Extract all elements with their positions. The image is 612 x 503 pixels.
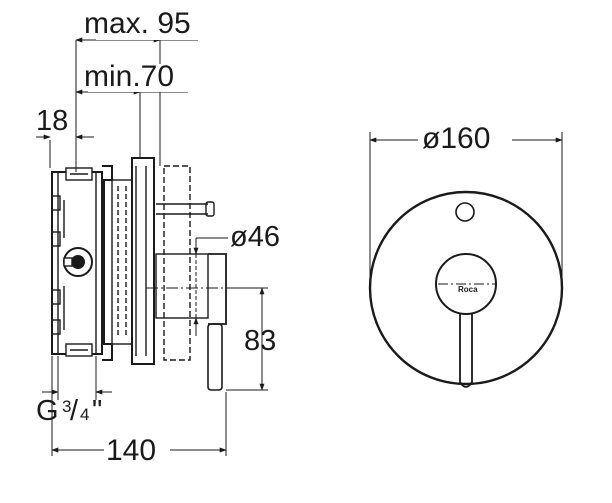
thread-denominator: 4 bbox=[80, 405, 89, 424]
thread-slash: / bbox=[70, 395, 79, 427]
dim-height-offset: 83 bbox=[244, 325, 276, 357]
dim-total-width: 140 bbox=[106, 434, 156, 467]
dim-wall-thickness: 18 bbox=[36, 105, 68, 137]
front-view bbox=[368, 190, 564, 388]
front-lever bbox=[459, 314, 473, 388]
diverter-hole bbox=[455, 202, 475, 222]
dim-thread: G 3 / 4 " bbox=[36, 395, 102, 427]
thread-numerator: 3 bbox=[62, 397, 71, 416]
cover-plate-outline bbox=[163, 165, 191, 361]
dim-max: max. 95 bbox=[84, 7, 191, 40]
cover-plate bbox=[368, 190, 564, 386]
concealed-box bbox=[51, 167, 103, 357]
dim-plate-diameter: ø160 bbox=[422, 122, 490, 155]
thread-inch-mark: " bbox=[92, 395, 102, 427]
dim-body-diameter: ø46 bbox=[230, 221, 280, 253]
side-view bbox=[51, 157, 268, 391]
mounting-frame bbox=[102, 157, 155, 365]
brand-logo: Roca bbox=[458, 285, 478, 294]
mixer-body bbox=[155, 253, 227, 391]
diverter-knob bbox=[156, 201, 215, 217]
lever-handle bbox=[207, 323, 223, 391]
thread-letter: G bbox=[36, 395, 59, 427]
dim-min: min.70 bbox=[84, 60, 174, 93]
